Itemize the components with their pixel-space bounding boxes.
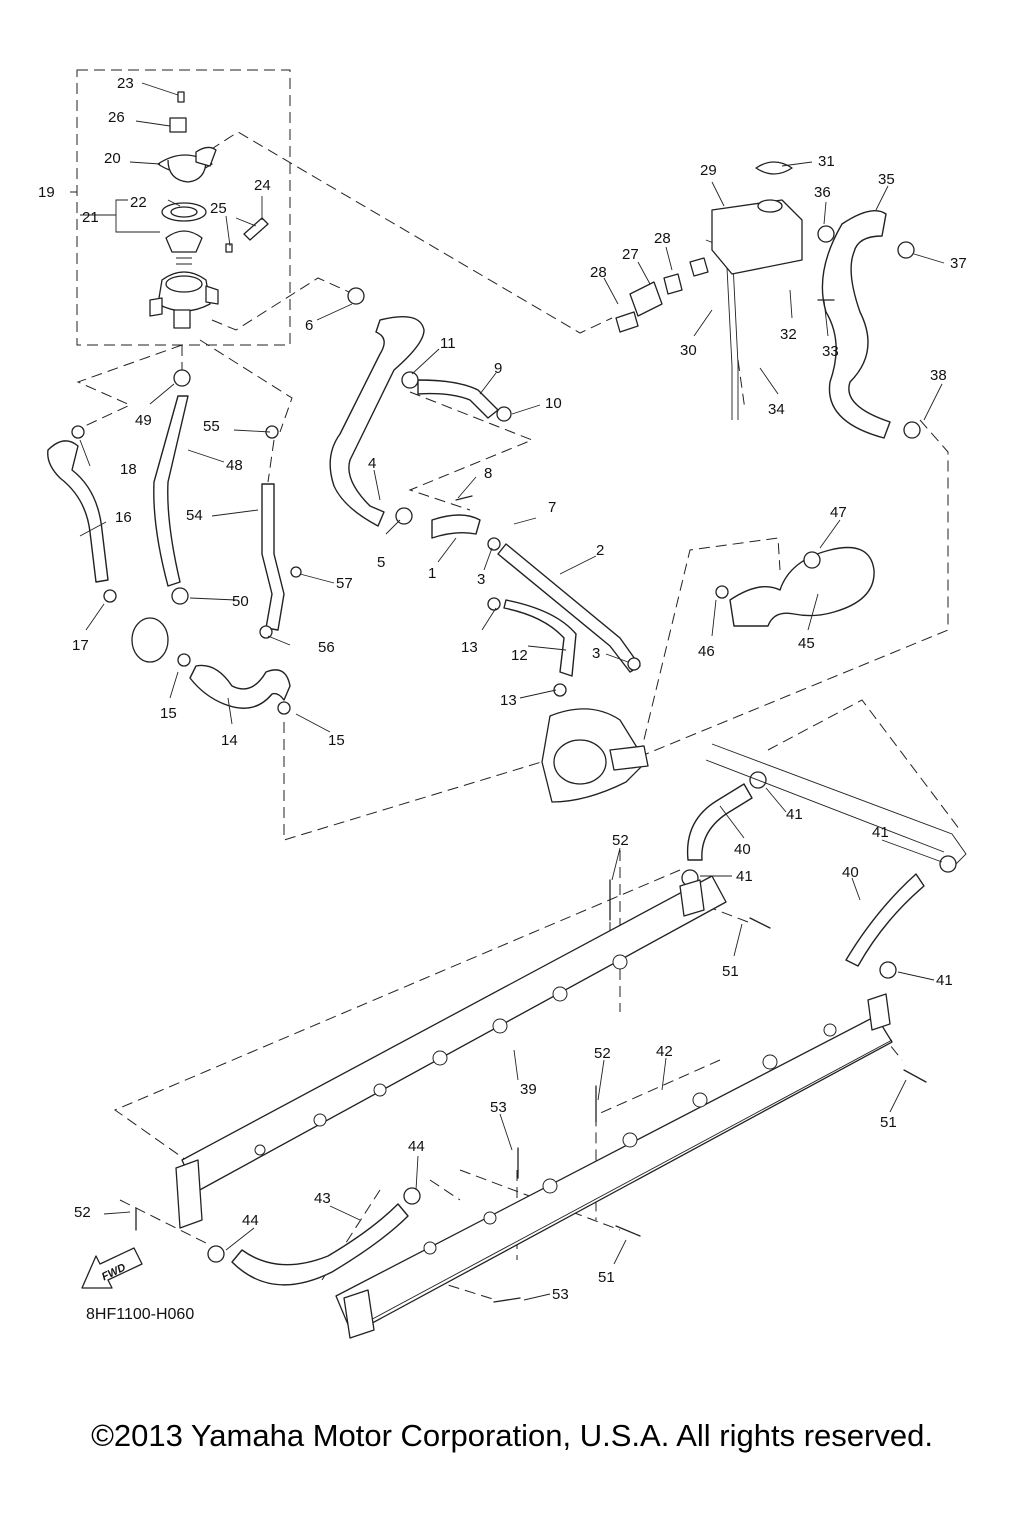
hose-clamps bbox=[71, 225, 957, 1263]
callout-54: 54 bbox=[186, 507, 203, 524]
callout-39: 39 bbox=[520, 1081, 537, 1098]
callout-4: 4 bbox=[368, 455, 376, 472]
callout-5: 5 bbox=[377, 554, 385, 571]
callout-40: 40 bbox=[734, 841, 751, 858]
callout-24: 24 bbox=[254, 177, 271, 194]
callout-51: 51 bbox=[880, 1114, 897, 1131]
callout-37: 37 bbox=[950, 255, 967, 272]
callout-38: 38 bbox=[930, 367, 947, 384]
callout-18: 18 bbox=[120, 461, 137, 478]
callout-20: 20 bbox=[104, 150, 121, 167]
callout-11: 11 bbox=[440, 335, 456, 352]
callout-16: 16 bbox=[115, 509, 132, 526]
callout-42: 42 bbox=[656, 1043, 673, 1060]
callout-50: 50 bbox=[232, 593, 249, 610]
callout-21: 21 bbox=[82, 209, 99, 226]
callout-44: 44 bbox=[408, 1138, 425, 1155]
callout-15: 15 bbox=[328, 732, 345, 749]
heat-exchanger-plates bbox=[175, 743, 967, 1339]
callout-36: 36 bbox=[814, 184, 831, 201]
callout-3: 3 bbox=[592, 645, 600, 662]
group-brackets bbox=[70, 191, 160, 233]
fwd-arrow-icon: FWD bbox=[81, 1247, 143, 1289]
callout-15: 15 bbox=[160, 705, 177, 722]
callout-30: 30 bbox=[680, 342, 697, 359]
callout-7: 7 bbox=[548, 499, 556, 516]
callout-28: 28 bbox=[654, 230, 671, 247]
diagram-code: 8HF1100-H060 bbox=[86, 1306, 195, 1323]
callout-23: 23 bbox=[117, 75, 134, 92]
callout-45: 45 bbox=[798, 635, 815, 652]
hoses bbox=[47, 210, 925, 1286]
callout-53: 53 bbox=[552, 1286, 569, 1303]
callout-26: 26 bbox=[108, 109, 125, 126]
callout-43: 43 bbox=[314, 1190, 331, 1207]
callout-56: 56 bbox=[318, 639, 335, 656]
callout-41: 41 bbox=[872, 824, 889, 841]
water-pump-housing bbox=[541, 708, 649, 803]
callout-13: 13 bbox=[461, 639, 478, 656]
callout-52: 52 bbox=[612, 832, 629, 849]
copyright-notice: ©2013 Yamaha Motor Corporation, U.S.A. A… bbox=[91, 1418, 933, 1453]
callout-52: 52 bbox=[74, 1204, 91, 1221]
callout-numbers: 1 2 3 3 4 5 6 7 8 9 10 11 12 13 13 14 15… bbox=[38, 75, 967, 1303]
callout-47: 47 bbox=[830, 504, 847, 521]
callout-35: 35 bbox=[878, 171, 895, 188]
callout-33: 33 bbox=[822, 343, 839, 360]
callout-8: 8 bbox=[484, 465, 492, 482]
callout-25: 25 bbox=[210, 200, 227, 217]
callout-2: 2 bbox=[596, 542, 604, 559]
thermostat-assembly bbox=[149, 91, 269, 329]
callout-27: 27 bbox=[622, 246, 639, 263]
callout-17: 17 bbox=[72, 637, 89, 654]
callout-34: 34 bbox=[768, 401, 785, 418]
callout-40: 40 bbox=[842, 864, 859, 881]
callout-14: 14 bbox=[221, 732, 238, 749]
callout-41: 41 bbox=[936, 972, 953, 989]
callout-41: 41 bbox=[786, 806, 803, 823]
callout-28: 28 bbox=[590, 264, 607, 281]
callout-53: 53 bbox=[490, 1099, 507, 1116]
callout-51: 51 bbox=[722, 963, 739, 980]
callout-32: 32 bbox=[780, 326, 797, 343]
leader-lines bbox=[79, 82, 945, 1301]
callout-12: 12 bbox=[511, 647, 528, 664]
callout-52: 52 bbox=[594, 1045, 611, 1062]
callout-31: 31 bbox=[818, 153, 835, 170]
reservoir-tank bbox=[615, 161, 803, 333]
callout-41: 41 bbox=[736, 868, 753, 885]
callout-1: 1 bbox=[428, 565, 436, 582]
callout-46: 46 bbox=[698, 643, 715, 660]
bolts-and-studs bbox=[135, 299, 927, 1303]
callout-57: 57 bbox=[336, 575, 353, 592]
callout-3: 3 bbox=[477, 571, 485, 588]
callout-10: 10 bbox=[545, 395, 562, 412]
callout-51: 51 bbox=[598, 1269, 615, 1286]
callout-44: 44 bbox=[242, 1212, 259, 1229]
callout-9: 9 bbox=[494, 360, 502, 377]
callout-49: 49 bbox=[135, 412, 152, 429]
callout-19: 19 bbox=[38, 184, 55, 201]
callout-29: 29 bbox=[700, 162, 717, 179]
callout-55: 55 bbox=[203, 418, 220, 435]
callout-6: 6 bbox=[305, 317, 313, 334]
callout-48: 48 bbox=[226, 457, 243, 474]
callout-22: 22 bbox=[130, 194, 147, 211]
callout-13: 13 bbox=[500, 692, 517, 709]
